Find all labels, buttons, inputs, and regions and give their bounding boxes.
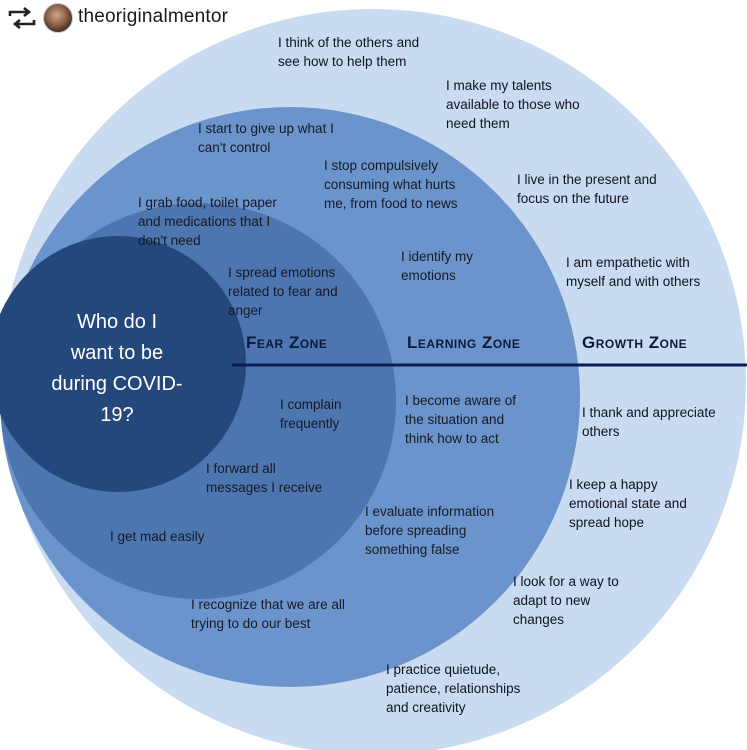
learning-zone-title: Learning Zone: [407, 333, 521, 352]
learning-item-recognize: I recognize that we are all trying to do…: [191, 597, 345, 631]
profile-avatar[interactable]: [43, 3, 73, 33]
fear-item-mad-easily: I get mad easily: [110, 529, 205, 544]
fear-item-complain: I complain frequently: [280, 397, 342, 431]
fear-item-forward-messages: I forward all messages I receive: [206, 461, 323, 495]
learning-item-give-up: I start to give up what I can't control: [198, 121, 334, 155]
fear-zone-title: Fear Zone: [246, 333, 328, 352]
repost-icon[interactable]: [6, 6, 38, 30]
growth-item-live-present: I live in the present and focus on the f…: [517, 172, 657, 206]
fear-item-spread-emotions: I spread emotions related to fear and an…: [228, 265, 338, 318]
growth-item-happy-state: I keep a happy emotional state and sprea…: [569, 477, 687, 530]
growth-zone-title: Growth Zone: [582, 333, 688, 352]
growth-item-thank: I thank and appreciate others: [582, 405, 716, 439]
username[interactable]: theoriginalmentor: [78, 6, 229, 27]
growth-item-quietude: I practice quietude, patience, relations…: [386, 662, 521, 715]
repost-header: theoriginalmentor: [0, 0, 747, 36]
learning-item-evaluate-info: I evaluate information before spreading …: [365, 504, 495, 557]
learning-item-identify-emotions: I identify my emotions: [401, 249, 474, 283]
fear-item-grab-food: I grab food, toilet paper and medication…: [138, 195, 277, 248]
learning-item-stop-consuming: I stop compulsively consuming what hurts…: [324, 158, 458, 211]
learning-item-become-aware: I become aware of the situation and thin…: [405, 393, 517, 446]
growth-item-adapt: I look for a way to adapt to new changes: [513, 574, 619, 627]
growth-item-think-of-others: I think of the others and see how to hel…: [278, 35, 420, 69]
center-circle: [0, 236, 246, 492]
growth-item-empathetic: I am empathetic with myself and with oth…: [566, 255, 701, 289]
growth-item-talents: I make my talents available to those who…: [446, 78, 580, 131]
center-question: Who do I want to be during COVID- 19?: [51, 311, 183, 426]
